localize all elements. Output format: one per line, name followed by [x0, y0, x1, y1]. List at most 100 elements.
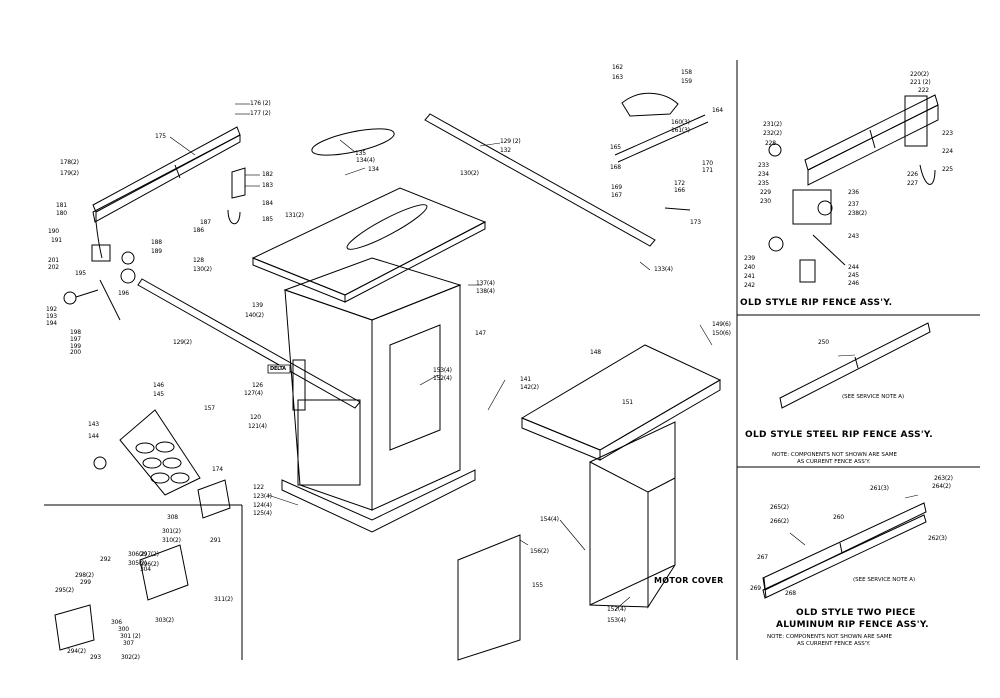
- part-callout: 196: [118, 290, 129, 297]
- part-callout: 190: [48, 228, 59, 235]
- part-callout: 169: [611, 184, 622, 191]
- part-callout: 232(2): [763, 130, 782, 137]
- caption-motor-cover: MOTOR COVER: [654, 576, 724, 585]
- aluminum-note-line-2: AS CURRENT FENCE ASS'Y.: [797, 641, 871, 647]
- part-callout: 134(4): [356, 157, 375, 164]
- part-callout: 156(2): [530, 548, 549, 555]
- brand-plate: [268, 365, 290, 373]
- part-callout: 171: [702, 167, 713, 174]
- part-callout: 185: [262, 216, 273, 223]
- part-callout: 246: [848, 280, 859, 287]
- part-callout: 144: [88, 433, 99, 440]
- part-callout: 225: [942, 166, 953, 173]
- part-callout: 153(4): [607, 617, 626, 624]
- part-callout: 235: [758, 180, 769, 187]
- part-callout: 301(2): [162, 528, 181, 535]
- part-callout: 182: [262, 171, 273, 178]
- part-callout: 184: [262, 200, 273, 207]
- part-callout: 226: [907, 171, 918, 178]
- part-callout: 195: [75, 270, 86, 277]
- part-callout: 155: [532, 582, 543, 589]
- rip-fence-assembly: [64, 127, 245, 320]
- part-callout: 299: [80, 579, 91, 586]
- part-callout: 228: [765, 140, 776, 147]
- part-callout: 125(4): [253, 510, 272, 517]
- part-callout: 303(2): [155, 617, 174, 624]
- part-callout: 134: [368, 166, 379, 173]
- part-callout: 142(2): [520, 384, 539, 391]
- part-callout: 202: [48, 264, 59, 271]
- part-callout: 186: [193, 227, 204, 234]
- part-callout: 150(6): [712, 330, 731, 337]
- steel-fence: [780, 323, 930, 408]
- part-callout: 187: [200, 219, 211, 226]
- part-callout: 302(2): [121, 654, 140, 661]
- part-callout: 222: [918, 87, 929, 94]
- caption-rip-fence-old: OLD STYLE RIP FENCE ASS'Y.: [740, 298, 893, 308]
- part-callout: 181: [56, 202, 67, 209]
- part-callout: 127(4): [244, 390, 263, 397]
- part-callout: 121(4): [248, 423, 267, 430]
- part-callout: 173: [690, 219, 701, 226]
- part-callout: 130(2): [193, 266, 212, 273]
- part-callout: 172: [674, 180, 685, 187]
- part-callout: 262(3): [928, 535, 947, 542]
- part-callout: 200: [70, 349, 81, 356]
- inset-switch: [55, 605, 94, 650]
- part-callout: 165: [610, 144, 621, 151]
- part-callout: 145: [153, 391, 164, 398]
- part-callout: 148: [590, 349, 601, 356]
- part-callout: 194: [46, 320, 57, 327]
- part-callout: 296(2): [140, 561, 159, 568]
- part-callout: 233: [758, 162, 769, 169]
- part-callout: 180: [56, 210, 67, 217]
- part-callout: 306(2): [128, 551, 147, 558]
- table-insert: [310, 123, 396, 160]
- part-callout: 230: [760, 198, 771, 205]
- part-callout: 292: [100, 556, 111, 563]
- aluminum-note-line-1: NOTE: COMPONENTS NOT SHOWN ARE SAME: [767, 634, 892, 640]
- part-callout: 157: [204, 405, 215, 412]
- part-callout: 199: [70, 343, 81, 350]
- part-callout: 164: [712, 107, 723, 114]
- part-callout: 151: [622, 399, 633, 406]
- part-callout: 138(4): [476, 288, 495, 295]
- switch-box: [198, 480, 230, 518]
- aluminum-service-note: (SEE SERVICE NOTE A): [853, 577, 916, 583]
- part-callout: 159: [681, 78, 692, 85]
- part-callout: 154(4): [540, 516, 559, 523]
- part-callout: 129 (2): [500, 138, 521, 145]
- part-callout: 163: [612, 74, 623, 81]
- part-callout: 301 (2): [120, 633, 141, 640]
- steel-note-line-2: AS CURRENT FENCE ASS'Y.: [797, 459, 871, 465]
- steel-note-line-1: NOTE: COMPONENTS NOT SHOWN ARE SAME: [772, 452, 897, 458]
- part-callout: 179(2): [60, 170, 79, 177]
- part-callout: 243: [848, 233, 859, 240]
- part-callout: 153(4): [433, 367, 452, 374]
- steel-service-note: (SEE SERVICE NOTE A): [842, 394, 905, 400]
- part-callout: 133(4): [654, 266, 673, 273]
- part-callout: 260: [833, 514, 844, 521]
- part-callout: 193: [46, 313, 57, 320]
- part-callout: 158: [681, 69, 692, 76]
- part-callout: 241: [744, 273, 755, 280]
- part-callout: 168: [610, 164, 621, 171]
- old-rip-fence: [769, 95, 938, 282]
- part-callout: 177 (2): [250, 110, 271, 117]
- part-callout: 293: [90, 654, 101, 661]
- part-callout: 178(2): [60, 159, 79, 166]
- part-callout: 220(2): [910, 71, 929, 78]
- part-callout: 146: [153, 382, 164, 389]
- part-callout: 120: [250, 414, 261, 421]
- part-callout: 227: [907, 180, 918, 187]
- part-callout: 236: [848, 189, 859, 196]
- guide-rails: [138, 114, 655, 408]
- caption-steel-fence: OLD STYLE STEEL RIP FENCE ASS'Y.: [745, 430, 933, 440]
- part-callout: 300: [118, 626, 129, 633]
- part-callout: 311(2): [214, 596, 233, 603]
- part-callout: 152(4): [433, 375, 452, 382]
- part-callout: 130(2): [460, 170, 479, 177]
- part-callout: 261(3): [870, 485, 889, 492]
- part-callout: 265(2): [770, 504, 789, 511]
